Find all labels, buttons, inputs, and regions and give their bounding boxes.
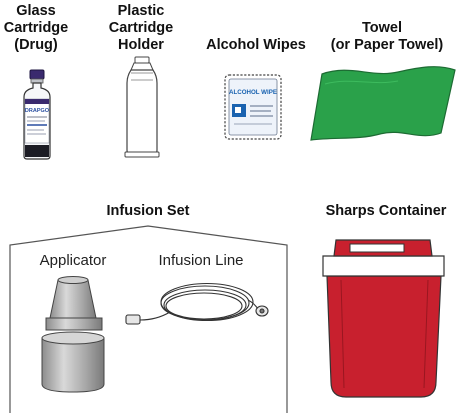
infusion-line-connector — [125, 314, 141, 325]
towel-title-line2: (or Paper Towel) — [331, 37, 444, 53]
sharps-opening — [349, 243, 405, 253]
glass-cartridge-title: Glass Cartridge (Drug) — [4, 3, 68, 53]
sharps-body — [326, 275, 442, 398]
applicator-icon — [41, 276, 105, 393]
applicator-base — [41, 337, 105, 393]
alcohol-wipe-packet-icon: ALCOHOL WIPE — [224, 74, 282, 140]
plastic-holder-title-line3: Holder — [118, 37, 164, 53]
vial-brand-text: DRAPGO — [25, 108, 50, 114]
sharps-container-title: Sharps Container — [326, 203, 447, 219]
wipe-packet-inner — [228, 78, 278, 136]
wipe-logo-inner — [235, 107, 241, 113]
applicator-top-rim — [57, 276, 89, 284]
infusion-line-coil — [160, 282, 254, 322]
towel-title-line1: Towel — [362, 20, 402, 36]
infusion-line-icon — [125, 282, 269, 325]
glass-cartridge-title-line3: (Drug) — [14, 37, 58, 53]
infusion-line-tail — [139, 311, 171, 321]
infusion-line-coil — [165, 292, 243, 320]
glass-cartridge-title-line2: Cartridge — [4, 20, 68, 36]
applicator-base-rim — [41, 331, 105, 345]
plastic-holder-title-line2: Cartridge — [109, 20, 173, 36]
infusion-set-outline — [9, 225, 288, 413]
glass-cartridge-vial-icon: DRAPGO — [23, 69, 51, 160]
vial-cap — [29, 69, 45, 80]
towel-fold-highlight — [324, 80, 399, 85]
vial-label-band — [25, 99, 49, 104]
alcohol-wipes-title: Alcohol Wipes — [206, 37, 306, 53]
holder-body — [126, 69, 158, 156]
wipe-packet-text: ALCOHOL WIPE — [229, 89, 277, 96]
holder-base-rim — [124, 151, 160, 158]
towel-icon — [310, 66, 456, 141]
sharps-lid — [322, 255, 445, 277]
vial-liquid — [25, 145, 49, 157]
applicator-top — [49, 279, 97, 319]
plastic-holder-title: Plastic Cartridge Holder — [109, 3, 173, 53]
sharps-body-edge — [423, 279, 429, 389]
towel-title: Towel (or Paper Towel) — [331, 20, 444, 53]
glass-cartridge-title-line1: Glass — [16, 3, 56, 19]
holder-neck — [130, 62, 154, 71]
plastic-cartridge-holder-icon — [124, 56, 160, 158]
sharps-body-edge — [340, 279, 345, 389]
applicator-label: Applicator — [40, 252, 107, 269]
infusion-set-title: Infusion Set — [107, 203, 190, 219]
holder-tip — [134, 56, 150, 64]
infusion-line-label: Infusion Line — [158, 252, 243, 269]
sharps-container-icon — [322, 239, 445, 398]
infusion-line-site-center — [259, 308, 265, 314]
plastic-holder-title-line1: Plastic — [118, 3, 165, 19]
applicator-collar — [45, 317, 103, 331]
